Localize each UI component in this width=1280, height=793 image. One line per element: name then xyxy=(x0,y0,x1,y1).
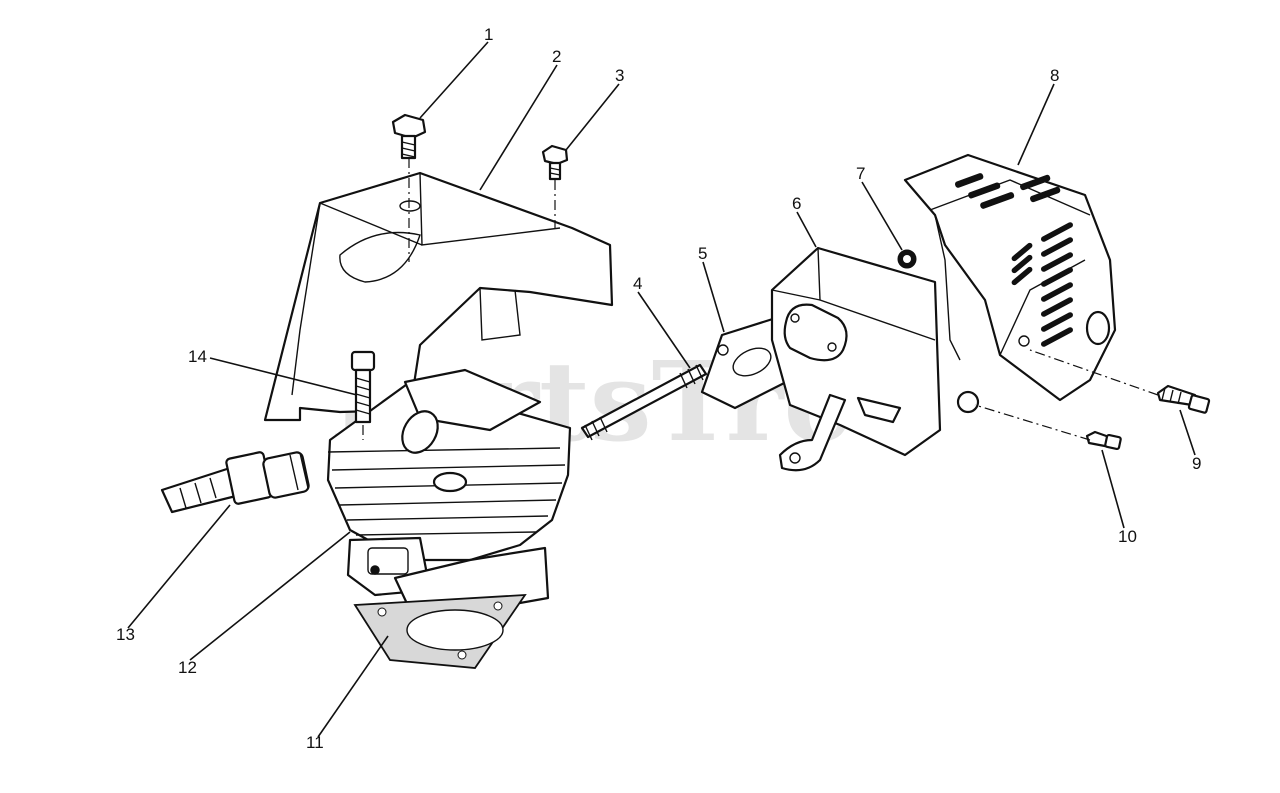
callout-12: 12 xyxy=(178,658,197,677)
part-8-muffler-guard xyxy=(903,153,1117,402)
part-6-muffler xyxy=(770,246,980,472)
callout-5: 5 xyxy=(698,244,707,263)
callout-3: 3 xyxy=(615,66,624,85)
callout-7: 7 xyxy=(856,164,865,183)
callout-13: 13 xyxy=(116,625,135,644)
part-3-shroud-screw xyxy=(541,144,569,181)
leader-lines xyxy=(127,41,1196,738)
part-12-cylinder xyxy=(326,368,572,614)
part-11-base-gasket xyxy=(353,593,527,669)
callout-numbers: 1 2 3 4 5 6 7 8 9 10 11 12 13 14 xyxy=(116,25,1201,752)
part-14-cylinder-screw xyxy=(350,350,376,424)
callout-10: 10 xyxy=(1118,527,1137,546)
alignment-lines xyxy=(362,158,1159,441)
part-9-guard-screw xyxy=(1156,384,1211,414)
callout-11: 11 xyxy=(306,733,324,752)
part-10-muffler-screw xyxy=(1085,430,1122,451)
callout-6: 6 xyxy=(792,194,801,213)
callout-2: 2 xyxy=(552,47,561,66)
callout-9: 9 xyxy=(1192,454,1201,473)
callout-14: 14 xyxy=(188,347,207,366)
part-4-muffler-stud xyxy=(580,363,708,441)
part-1-shroud-screw xyxy=(391,113,427,160)
callout-8: 8 xyxy=(1050,66,1059,85)
guard-slots xyxy=(954,173,1073,347)
part-13-spark-plug xyxy=(160,451,310,514)
callout-4: 4 xyxy=(633,274,642,293)
callout-1: 1 xyxy=(484,25,493,44)
part-7-nut xyxy=(897,249,917,269)
